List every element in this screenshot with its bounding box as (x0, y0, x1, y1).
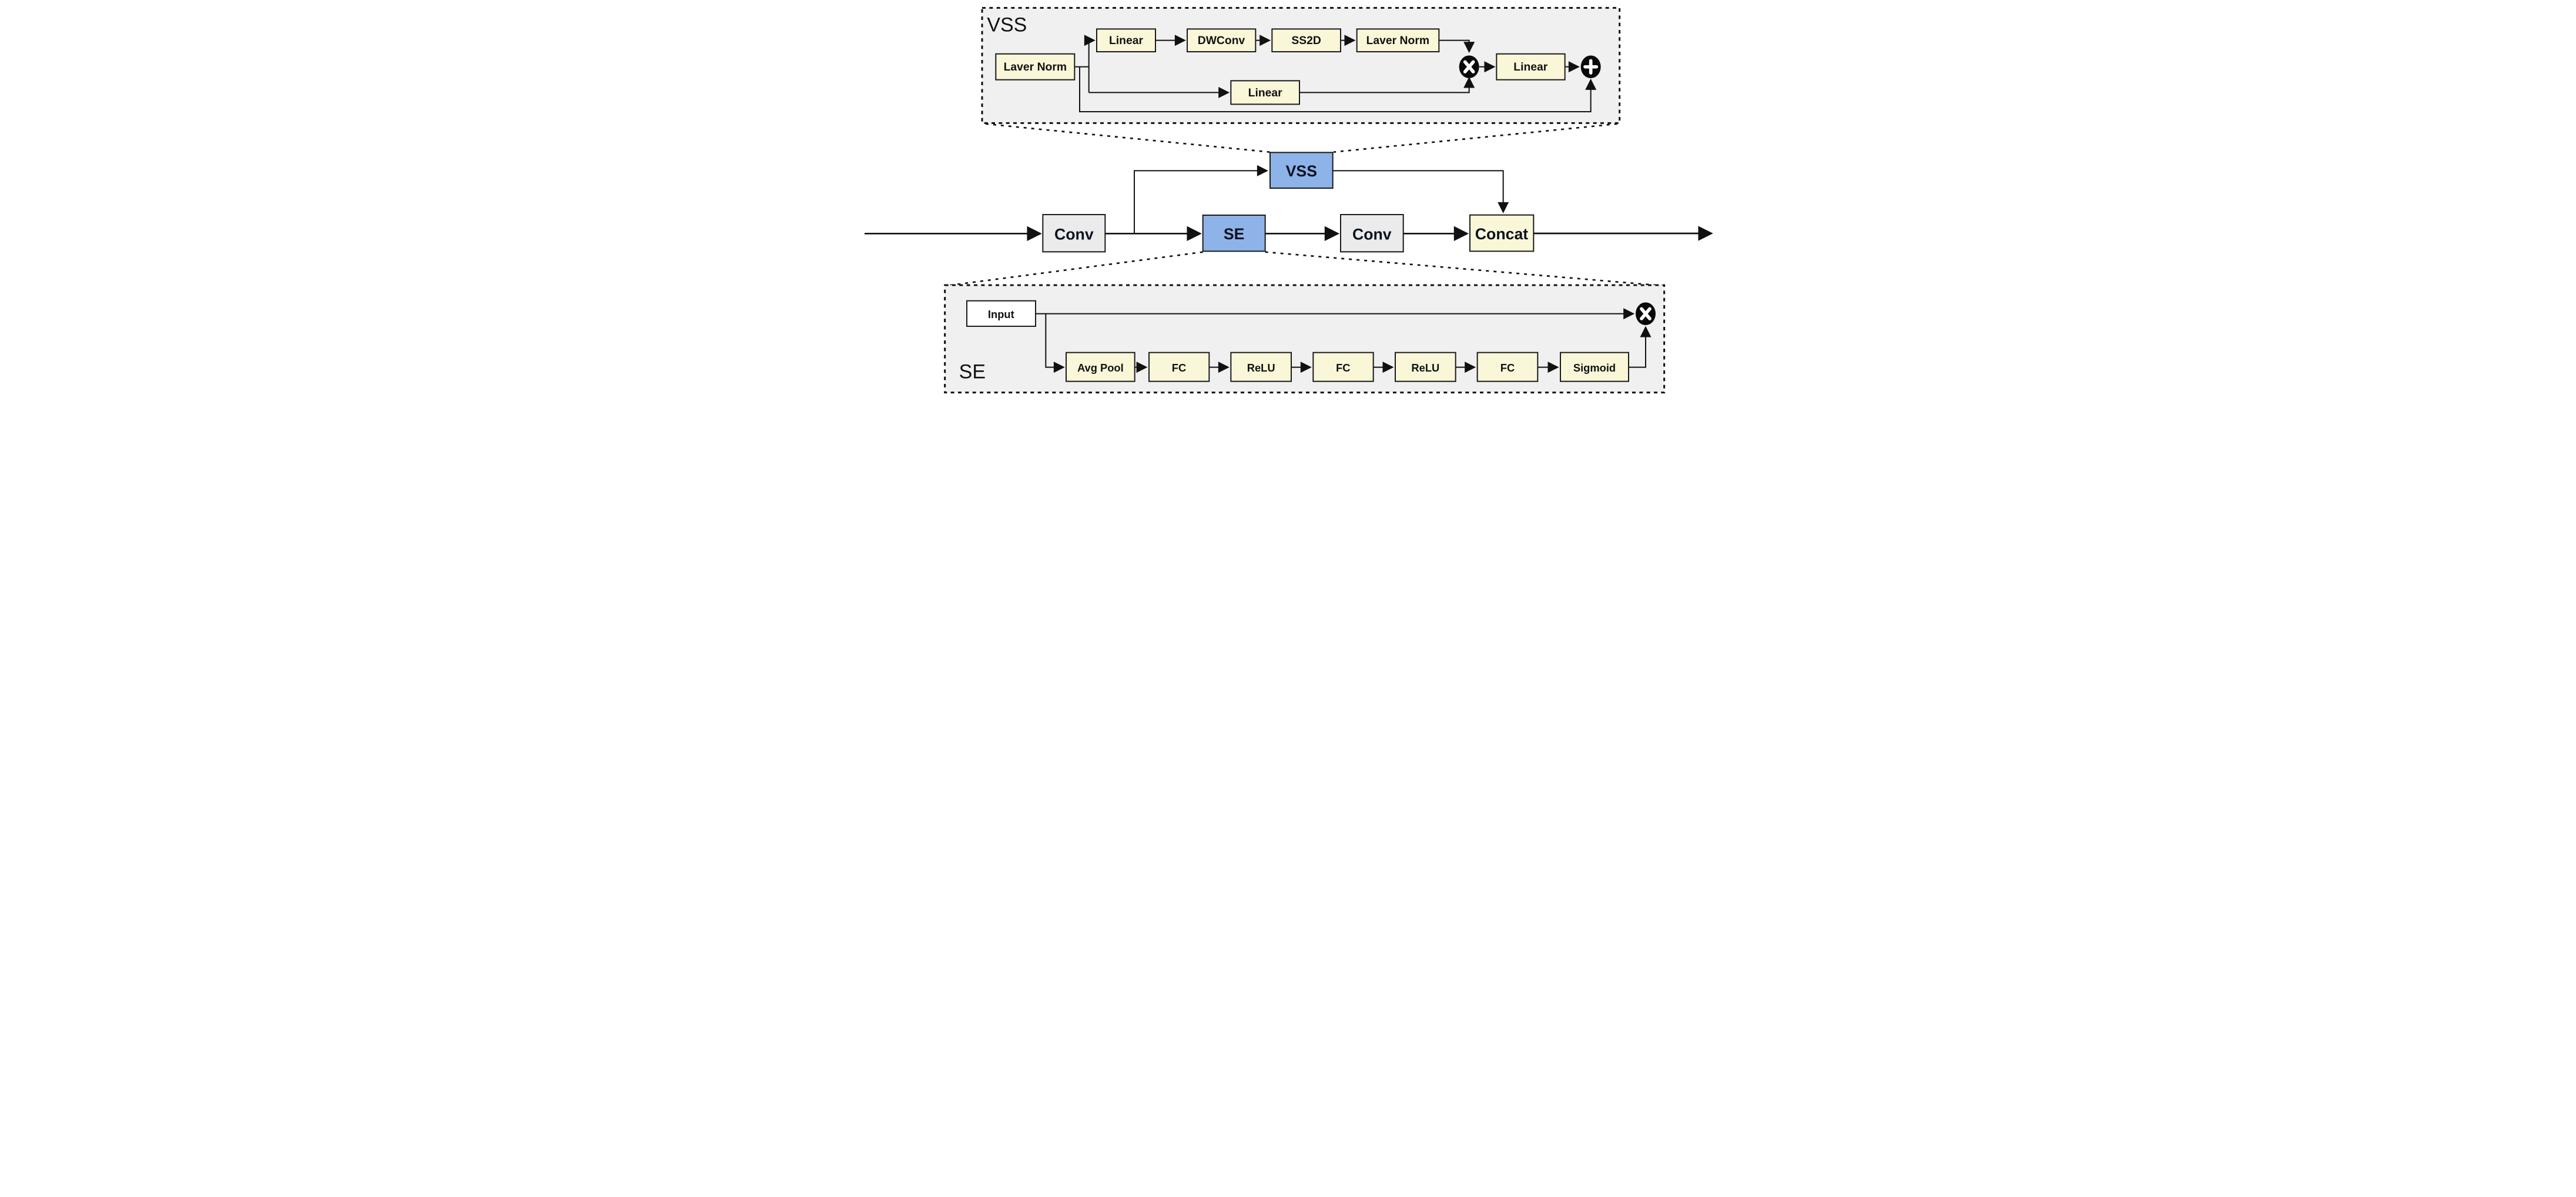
relu2-label: ReLU (1411, 362, 1439, 374)
se-detail-container: SE Input Avg Pool FC ReLU FC (944, 284, 1666, 394)
fc2-label: FC (1336, 362, 1350, 374)
layer-norm-2-box: Laver Norm (1356, 28, 1440, 52)
fc1-label: FC (1172, 362, 1186, 374)
wire-gate-multiply (1299, 76, 1475, 93)
fc1-box: FC (1148, 352, 1210, 382)
concat-box: Concat (1469, 214, 1535, 252)
concat-label: Concat (1475, 225, 1528, 243)
relu1-label: ReLU (1247, 362, 1275, 374)
relu2-box: ReLU (1394, 352, 1456, 382)
linear-out-label: Linear (1513, 61, 1547, 73)
dwconv-box: DWConv (1187, 28, 1257, 52)
layer-norm-1-box: Laver Norm (995, 53, 1076, 81)
diagram-canvas: VSS Laver Norm Linear DWConv SS2D (859, 0, 1717, 399)
fc2-box: FC (1312, 352, 1374, 382)
architecture-diagram: VSS Laver Norm Linear DWConv SS2D (865, 6, 1713, 394)
linear-gate-box: Linear (1230, 80, 1300, 105)
se-detail-border (944, 284, 1666, 394)
avg-pool-box: Avg Pool (1066, 352, 1135, 382)
conv2-label: Conv (1352, 225, 1392, 243)
linear-gate-label: Linear (1248, 87, 1282, 99)
wire-sigmoid-multiply (1628, 326, 1652, 368)
se-multiply-operator-icon (1635, 302, 1656, 325)
wire-ln2-multiply (1439, 39, 1475, 54)
wire-vss-to-concat (1332, 170, 1509, 213)
vss-detail-container: VSS Laver Norm Linear DWConv SS2D (981, 6, 1621, 124)
wire-branch-avgpool (1045, 313, 1065, 373)
input-box: Input (966, 300, 1037, 327)
vss-block-label: VSS (1286, 162, 1317, 180)
linear-top-label: Linear (1109, 35, 1143, 47)
dwconv-label: DWConv (1198, 35, 1245, 47)
ss2d-label: SS2D (1291, 35, 1321, 47)
main-flow: Conv SE VSS Conv Concat (865, 152, 1713, 253)
fc3-label: FC (1500, 362, 1515, 374)
avg-pool-label: Avg Pool (1077, 362, 1124, 374)
multiply-operator-icon (1459, 55, 1479, 78)
se-detail-label: SE (959, 361, 986, 383)
linear-out-box: Linear (1496, 53, 1566, 81)
se-callout-line-left (946, 251, 1203, 287)
sigmoid-box: Sigmoid (1559, 352, 1629, 382)
fc3-box: FC (1476, 352, 1539, 382)
layer-norm-1-label: Laver Norm (1004, 61, 1067, 73)
se-block-box: SE (1202, 214, 1266, 252)
wire-residual-skip (1079, 66, 1597, 112)
input-label: Input (988, 308, 1014, 320)
relu1-box: ReLU (1230, 352, 1292, 382)
sigmoid-label: Sigmoid (1573, 362, 1616, 374)
vss-callout-line-left (985, 123, 1270, 153)
layer-norm-2-label: Laver Norm (1366, 35, 1429, 47)
linear-top-box: Linear (1096, 28, 1157, 52)
conv1-label: Conv (1054, 225, 1094, 243)
se-callout-line-right (1265, 251, 1663, 287)
vss-detail-label: VSS (987, 14, 1027, 36)
conv2-box: Conv (1339, 213, 1404, 253)
add-operator-icon (1580, 55, 1601, 78)
wire-branch-to-vss (1134, 165, 1268, 234)
conv1-box: Conv (1042, 213, 1106, 253)
vss-block-box: VSS (1269, 152, 1334, 189)
se-block-label: SE (1224, 225, 1245, 243)
vss-callout-line-right (1333, 123, 1617, 153)
ss2d-box: SS2D (1271, 28, 1341, 52)
